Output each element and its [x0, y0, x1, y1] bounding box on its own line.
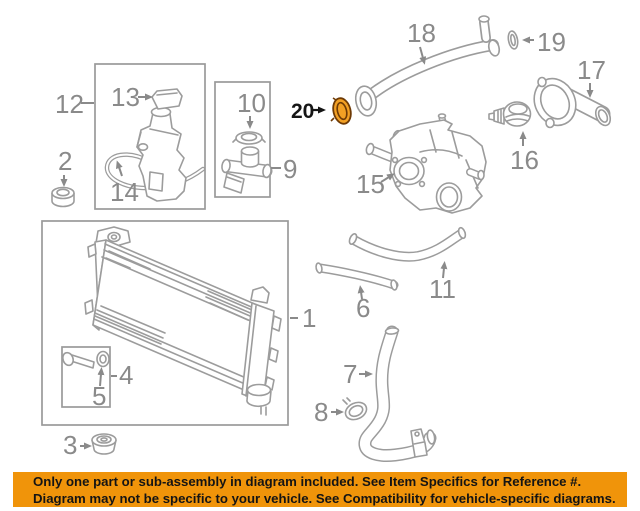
part-label-20-highlighted: 20 [291, 100, 314, 123]
arrow-5 [97, 367, 105, 387]
part-label-18: 18 [407, 18, 436, 48]
part-15-water-pump-drawing [365, 113, 487, 214]
part-16-thermostat-drawing [488, 101, 532, 127]
part-label-6: 6 [356, 293, 370, 323]
banner-line-2: Diagram may not be specific to your vehi… [33, 490, 616, 506]
arrow-11 [440, 261, 448, 279]
part-label-10: 10 [237, 88, 266, 118]
part-11-hose-drawing [348, 226, 467, 262]
part-20-seal-drawing-highlighted [330, 97, 352, 125]
part-17-water-outlet-drawing [533, 76, 612, 129]
part-label-19: 19 [537, 27, 566, 57]
part-8-clamp-drawing [342, 397, 368, 421]
arrow-14 [115, 160, 123, 177]
part-label-13: 13 [111, 82, 140, 112]
part-14-reservoir-tank-drawing [104, 106, 206, 202]
part-2-grommet-drawing [51, 186, 75, 208]
part-label-11: 11 [429, 274, 456, 304]
part-label-3: 3 [63, 430, 77, 460]
part-label-12: 12 [55, 89, 84, 119]
part-18-water-pipe-drawing [354, 15, 501, 117]
part-label-7: 7 [343, 359, 357, 389]
part-13-reservoir-cap-drawing [151, 88, 183, 110]
part-5-bolt-washer-drawing [62, 350, 110, 369]
disclaimer-banner: Only one part or sub-assembly in diagram… [13, 472, 627, 507]
part-9-filler-neck-drawing [221, 146, 273, 194]
group-box-1 [41, 220, 289, 426]
arrow-18 [419, 46, 427, 65]
part-1-radiator-drawing [84, 226, 282, 416]
part-label-14: 14 [110, 177, 139, 207]
part-label-16: 16 [510, 145, 539, 175]
group-box-4 [61, 346, 111, 408]
part-10-radiator-cap-drawing [232, 131, 266, 145]
part-label-2: 2 [58, 146, 72, 176]
part-label-5: 5 [92, 381, 106, 411]
cooling-system-parts-diagram: 12 13 14 2 10 9 20 18 19 17 16 15 11 6 1… [41, 15, 612, 462]
part-label-9: 9 [283, 154, 297, 184]
part-label-17: 17 [577, 55, 606, 85]
part-19-gasket-drawing [507, 30, 519, 50]
part-3-mount-drawing [91, 433, 117, 455]
banner-line-1: Only one part or sub-assembly in diagram… [33, 474, 582, 489]
part-label-4: 4 [119, 360, 133, 390]
group-box-12 [94, 63, 206, 210]
part-label-8: 8 [314, 397, 328, 427]
part-label-15: 15 [356, 169, 385, 199]
arrow-15 [380, 173, 395, 183]
arrow-6 [357, 285, 365, 300]
part-label-1: 1 [302, 303, 316, 333]
part-7-lower-hose-drawing [358, 325, 437, 462]
group-box-9 [214, 81, 271, 198]
part-6-hose-drawing [315, 262, 399, 291]
